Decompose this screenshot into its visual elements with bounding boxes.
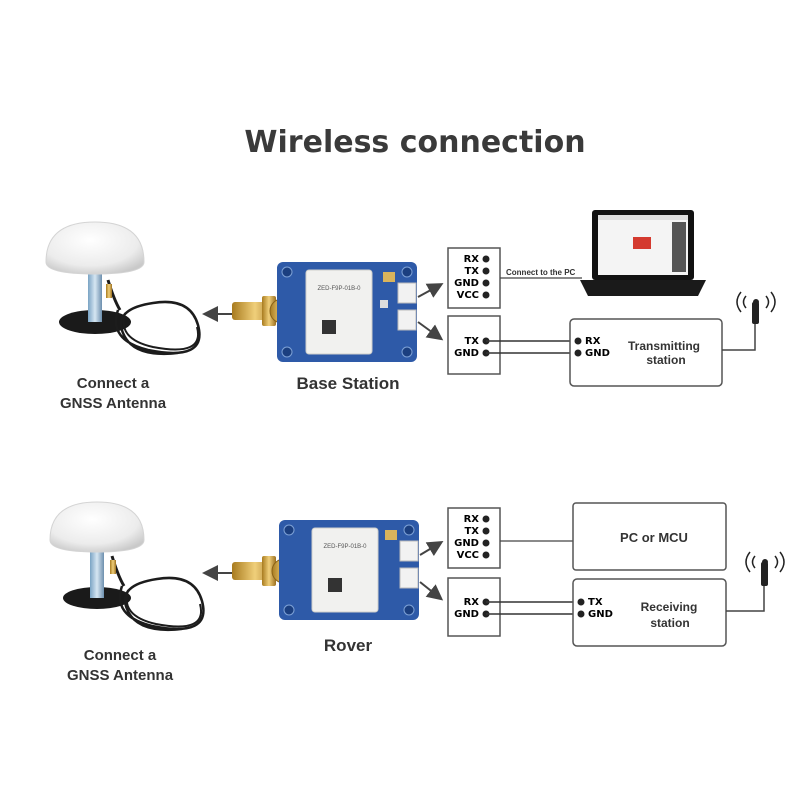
- pin-label: RX: [464, 514, 480, 525]
- pin-dot: [577, 610, 585, 618]
- pin-arrow-top: [417, 283, 444, 298]
- radio-pin-label: RX: [585, 336, 601, 347]
- radio-antenna-icon: [736, 291, 776, 324]
- pin-box-radio: [447, 577, 501, 637]
- radio-station-label: Transmitting: [628, 339, 700, 353]
- radio-pin-label: GND: [588, 609, 613, 620]
- radio-station-label: station: [650, 616, 689, 630]
- radio-link-line: [722, 318, 756, 351]
- pc-or-mcu-label: PC or MCU: [620, 530, 688, 545]
- radio-station-label: Receiving: [641, 600, 698, 614]
- pin-label: VCC: [457, 290, 479, 301]
- gnss-antenna-image: [45, 221, 201, 355]
- transmitting-station-box: [569, 318, 723, 387]
- radio-link-line: [726, 583, 765, 612]
- rover-label: Rover: [324, 636, 373, 655]
- gnss-board: ZED-F9P-01B-0: [279, 520, 419, 620]
- pin-label: RX: [464, 254, 480, 265]
- pin-label: RX: [464, 597, 480, 608]
- pc-or-mcu-box: [572, 502, 727, 571]
- rover-section: Connect a GNSS Antenna ZED-F9P-01B-0 Rov…: [49, 501, 785, 684]
- pin-label: GND: [454, 348, 479, 359]
- pin-dot: [482, 539, 490, 547]
- page-title: Wireless connection: [244, 125, 585, 160]
- pin-dot: [482, 527, 490, 535]
- pin-box-pc: [447, 507, 501, 569]
- pin-dot: [482, 267, 490, 275]
- antenna-caption-line1: Connect a: [84, 647, 157, 664]
- gnss-board: ZED-F9P-01B-0: [277, 262, 417, 362]
- pin-dot: [482, 291, 490, 299]
- radio-antenna-icon: [745, 551, 785, 586]
- pin-dot: [482, 255, 490, 263]
- pin-arrow-bottom: [417, 321, 444, 341]
- pin-dot: [574, 337, 582, 345]
- pin-arrow-top: [419, 540, 444, 557]
- pc-connection-label: Connect to the PC: [506, 268, 576, 277]
- module-label: ZED-F9P-01B-0: [323, 544, 367, 550]
- antenna-caption-line2: GNSS Antenna: [67, 667, 174, 684]
- receiving-station-box: [572, 578, 727, 647]
- radio-pin-label: TX: [588, 597, 603, 608]
- pin-label: GND: [454, 538, 479, 549]
- pin-label: VCC: [457, 550, 479, 561]
- pin-label: TX: [464, 526, 479, 537]
- pin-label: TX: [464, 336, 479, 347]
- base-section: Connect a GNSS Antenna ZED-F9P-01B-0 Bas…: [45, 210, 776, 412]
- pin-dot: [482, 279, 490, 287]
- pin-arrow-bottom: [419, 581, 444, 601]
- pin-label: TX: [464, 266, 479, 277]
- pin-box-pc: [447, 247, 501, 309]
- pin-dot: [482, 551, 490, 559]
- pin-dot: [574, 349, 582, 357]
- pin-list-pc: RX TX GND VCC: [454, 254, 490, 301]
- pin-label: GND: [454, 278, 479, 289]
- pin-label: GND: [454, 609, 479, 620]
- pin-dot: [577, 598, 585, 606]
- pin-dot: [482, 515, 490, 523]
- antenna-caption-line1: Connect a: [77, 375, 150, 392]
- radio-station-label: station: [646, 353, 685, 367]
- module-label: ZED-F9P-01B-0: [317, 286, 361, 292]
- gnss-antenna-image: [49, 501, 205, 631]
- antenna-caption-line2: GNSS Antenna: [60, 395, 167, 412]
- laptop-image: [580, 210, 706, 296]
- pin-box-radio: [447, 315, 501, 375]
- radio-pin-label: GND: [585, 348, 610, 359]
- base-station-label: Base Station: [297, 374, 400, 393]
